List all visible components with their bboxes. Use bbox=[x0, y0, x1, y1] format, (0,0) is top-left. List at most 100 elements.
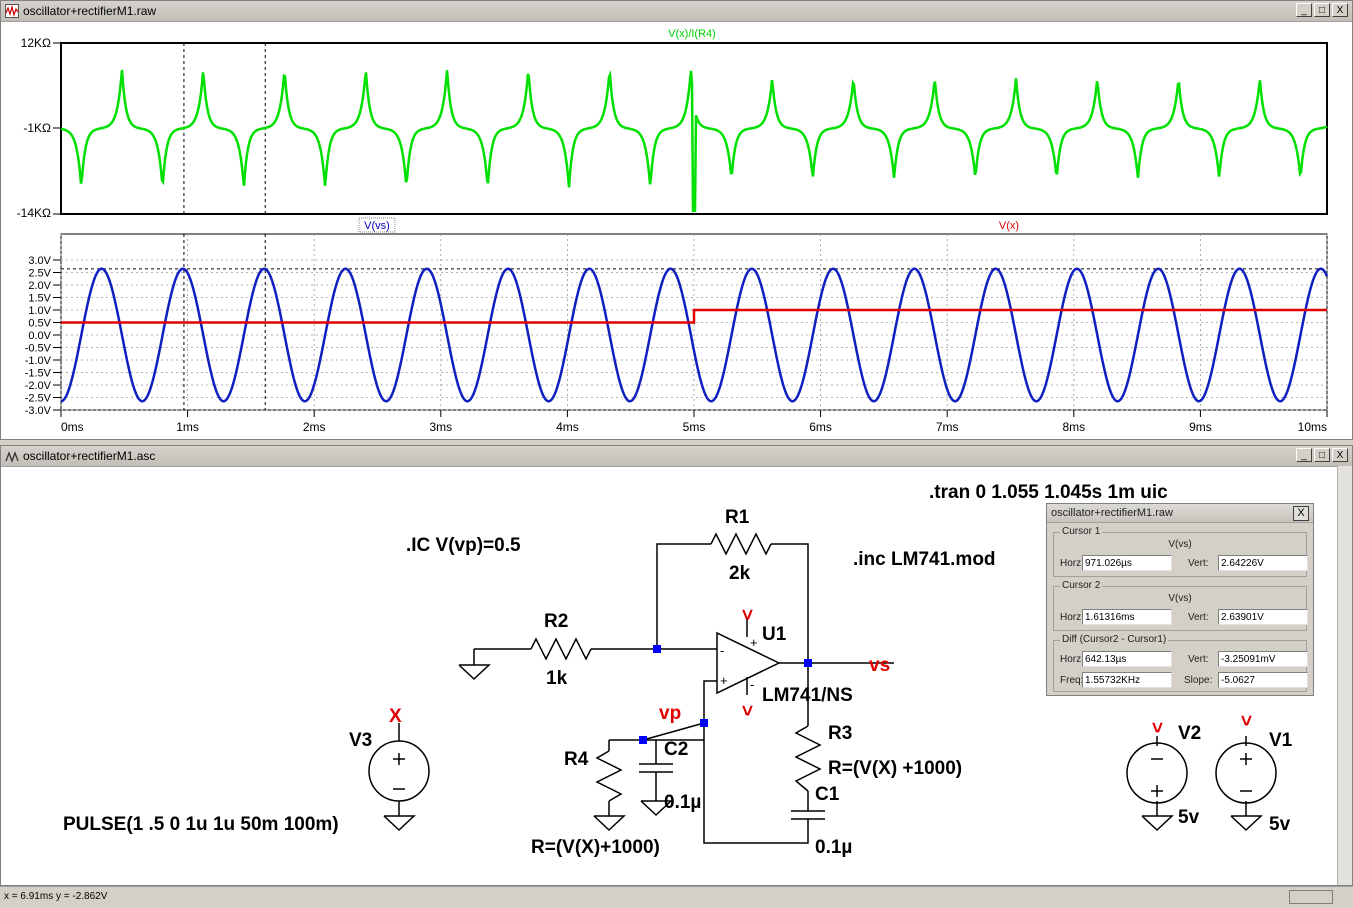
tran-directive[interactable]: .tran 0 1.055 1.045s 1m uic bbox=[929, 482, 1168, 503]
pane1-trace-label[interactable]: V(x)/I(R4) bbox=[668, 28, 716, 40]
ground-symbols bbox=[383, 648, 1263, 832]
r3-name[interactable]: R3 bbox=[828, 723, 852, 744]
r4-value[interactable]: R=(V(X)+1000) bbox=[531, 837, 660, 858]
net-label-plus-u1[interactable]: > bbox=[736, 609, 757, 620]
diff-label: Diff (Cursor2 - Cursor1) bbox=[1060, 634, 1169, 645]
r4-name[interactable]: R4 bbox=[564, 749, 589, 770]
cursor2-group: Cursor 2 V(vs) Horz: 1.61316ms Vert: 2.6… bbox=[1053, 580, 1308, 631]
diff-horz-label: Horz: bbox=[1060, 654, 1084, 665]
restore-button[interactable]: □ bbox=[1314, 3, 1330, 17]
waveform-plot[interactable]: V(x)/I(R4) 12KΩ -1KΩ -14KΩ 3.0V2.5V2.0V1… bbox=[1, 21, 1352, 439]
opamp-u1-symbol[interactable] bbox=[716, 631, 781, 695]
series-vvs[interactable] bbox=[60, 267, 1329, 403]
capacitor-c2-symbol[interactable] bbox=[639, 763, 673, 773]
diff-vert-label: Vert: bbox=[1188, 654, 1209, 665]
pane2-ytick-label: 2.0V bbox=[28, 280, 51, 292]
minimize-button[interactable]: _ bbox=[1296, 448, 1312, 462]
v3-name[interactable]: V3 bbox=[349, 730, 372, 751]
pane2-ytick-label: 0.0V bbox=[28, 330, 51, 342]
pane1-ytick-top: 12KΩ bbox=[21, 36, 51, 50]
wires bbox=[398, 543, 1247, 844]
voltage-source-v2-symbol[interactable] bbox=[1126, 742, 1188, 804]
pane2-ytick-label: 2.5V bbox=[28, 268, 51, 280]
status-panel bbox=[1289, 890, 1333, 904]
v1-name[interactable]: V1 bbox=[1269, 730, 1293, 751]
pane2-xtick-label: 4ms bbox=[556, 420, 579, 434]
u1-name[interactable]: U1 bbox=[762, 624, 787, 645]
cursor-dialog[interactable]: oscillator+rectifierM1.raw X Cursor 1 V(… bbox=[1046, 503, 1314, 696]
junction-dots bbox=[639, 645, 812, 744]
restore-button[interactable]: □ bbox=[1314, 448, 1330, 462]
v1-value[interactable]: 5v bbox=[1269, 814, 1291, 835]
diff-slope-field[interactable]: -5.0627 bbox=[1218, 672, 1308, 688]
pane2-trace-label-vs[interactable]: V(vs) bbox=[364, 220, 390, 232]
u1-model[interactable]: LM741/NS bbox=[762, 685, 853, 706]
net-label-v2[interactable]: > bbox=[1146, 722, 1167, 733]
opamp-plus-pin: + bbox=[720, 673, 728, 688]
series-vx-over-ir4[interactable] bbox=[60, 69, 1328, 212]
ic-directive[interactable]: .IC V(vp)=0.5 bbox=[406, 535, 521, 556]
v2-name[interactable]: V2 bbox=[1178, 723, 1201, 744]
cursor1-horz-label: Horz: bbox=[1060, 558, 1084, 569]
net-label-v1[interactable]: > bbox=[1235, 715, 1256, 726]
schematic-titlebar[interactable]: oscillator+rectifierM1.asc _ □ X bbox=[1, 446, 1352, 467]
pane2-ytick-label: 1.0V bbox=[28, 305, 51, 317]
status-bar: x = 6.91ms y = -2.862V bbox=[0, 886, 1353, 908]
diff-freq-field[interactable]: 1.55732KHz bbox=[1082, 672, 1172, 688]
net-label-vs[interactable]: vs bbox=[869, 655, 890, 676]
cursor1-group: Cursor 1 V(vs) Horz: 971.026µs Vert: 2.6… bbox=[1053, 526, 1308, 577]
pane2-ytick-label: 1.5V bbox=[28, 293, 51, 305]
net-label-vp[interactable]: vp bbox=[659, 703, 681, 724]
plot-titlebar[interactable]: oscillator+rectifierM1.raw _ □ X bbox=[1, 1, 1352, 22]
net-label-x[interactable]: X bbox=[389, 706, 402, 727]
resistor-r4-symbol[interactable] bbox=[595, 750, 623, 802]
pane2-xtick-label: 9ms bbox=[1189, 420, 1212, 434]
series-vx[interactable] bbox=[61, 308, 1327, 324]
r1-name[interactable]: R1 bbox=[725, 507, 750, 528]
c1-value[interactable]: 0.1µ bbox=[815, 837, 852, 858]
cursor-dialog-titlebar[interactable]: oscillator+rectifierM1.raw X bbox=[1047, 504, 1313, 523]
close-button[interactable]: X bbox=[1332, 448, 1348, 462]
pane2-xtick-label: 6ms bbox=[809, 420, 832, 434]
r2-name[interactable]: R2 bbox=[544, 611, 568, 632]
r3-value[interactable]: R=(V(X) +1000) bbox=[828, 758, 962, 779]
inc-directive[interactable]: .inc LM741.mod bbox=[853, 549, 996, 570]
schematic-canvas[interactable]: .tran 0 1.055 1.045s 1m uic .IC V(vp)=0.… bbox=[1, 466, 1337, 886]
pane2-xtick-label: 0ms bbox=[61, 420, 84, 434]
net-label-minus-u1[interactable]: > bbox=[736, 705, 757, 716]
pane1-ytick-mid: -1KΩ bbox=[23, 121, 51, 135]
close-button[interactable]: X bbox=[1332, 3, 1348, 17]
diff-vert-field[interactable]: -3.25091mV bbox=[1218, 651, 1308, 667]
cursor2-horz-field[interactable]: 1.61316ms bbox=[1082, 609, 1172, 625]
waveform-icon bbox=[5, 4, 19, 18]
voltage-source-v1-symbol[interactable] bbox=[1215, 742, 1277, 804]
cursor1-horz-field[interactable]: 971.026µs bbox=[1082, 555, 1172, 571]
resistor-r2-symbol[interactable] bbox=[530, 637, 592, 661]
v2-value[interactable]: 5v bbox=[1178, 807, 1200, 828]
voltage-source-v3-symbol[interactable] bbox=[368, 740, 430, 802]
c2-value[interactable]: 0.1µ bbox=[664, 792, 701, 813]
cursor2-vert-label: Vert: bbox=[1188, 612, 1209, 623]
cursor-dialog-close-button[interactable]: X bbox=[1293, 506, 1309, 521]
minimize-button[interactable]: _ bbox=[1296, 3, 1312, 17]
resistor-r1-symbol[interactable] bbox=[710, 532, 772, 556]
pane2-trace-label-vx[interactable]: V(x) bbox=[999, 220, 1019, 232]
status-cursor-readout: x = 6.91ms y = -2.862V bbox=[4, 891, 108, 902]
c2-name[interactable]: C2 bbox=[664, 739, 688, 760]
cursor1-vert-field[interactable]: 2.64226V bbox=[1218, 555, 1308, 571]
c1-name[interactable]: C1 bbox=[815, 784, 840, 805]
resistor-r3-symbol[interactable] bbox=[794, 725, 822, 792]
cursor2-vert-field[interactable]: 2.63901V bbox=[1218, 609, 1308, 625]
pane2-ytick-label: -1.0V bbox=[25, 355, 52, 367]
opamp-minus-pin: - bbox=[720, 643, 724, 658]
v3-value[interactable]: PULSE(1 .5 0 1u 1u 50m 100m) bbox=[63, 814, 339, 835]
diff-horz-field[interactable]: 642.13µs bbox=[1082, 651, 1172, 667]
r1-value[interactable]: 2k bbox=[729, 563, 751, 584]
vertical-scrollbar[interactable] bbox=[1337, 466, 1352, 885]
capacitor-c1-symbol[interactable] bbox=[791, 810, 825, 820]
pane2-ytick-label: -3.0V bbox=[25, 405, 52, 417]
pane2-ytick-label: 0.5V bbox=[28, 318, 51, 330]
r2-value[interactable]: 1k bbox=[546, 668, 568, 689]
cursor1-label: Cursor 1 bbox=[1060, 526, 1103, 537]
schematic-icon bbox=[5, 451, 19, 463]
